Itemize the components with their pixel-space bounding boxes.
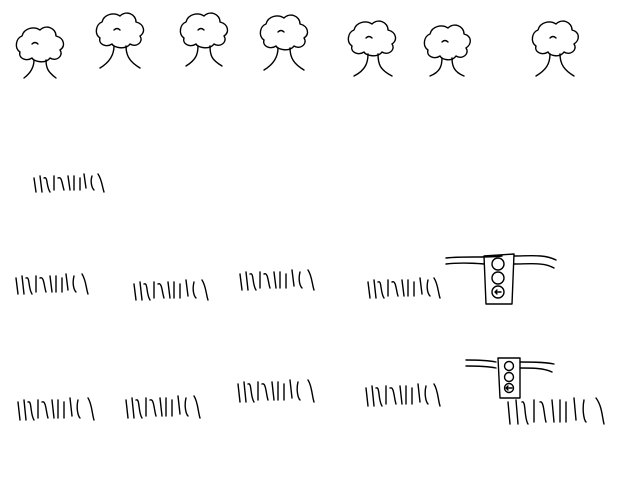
traffic-light-icon <box>445 253 557 305</box>
tree-icon <box>95 12 145 69</box>
tree-icon <box>423 24 471 77</box>
traffic-light-icon <box>465 357 555 399</box>
tree-icon <box>15 26 65 79</box>
grass-icon <box>237 379 315 403</box>
grass-icon <box>15 273 89 295</box>
tree-icon <box>179 12 229 67</box>
grass-icon <box>125 395 201 419</box>
tree-icon <box>259 14 309 71</box>
grass-icon <box>133 279 209 301</box>
tree-icon <box>347 20 397 77</box>
tree-icon <box>531 20 579 77</box>
grass-icon <box>17 397 95 421</box>
grass-icon <box>33 173 105 193</box>
grass-icon <box>367 277 441 299</box>
grass-icon <box>507 397 605 425</box>
grass-icon <box>239 269 315 291</box>
grass-icon <box>365 383 441 407</box>
